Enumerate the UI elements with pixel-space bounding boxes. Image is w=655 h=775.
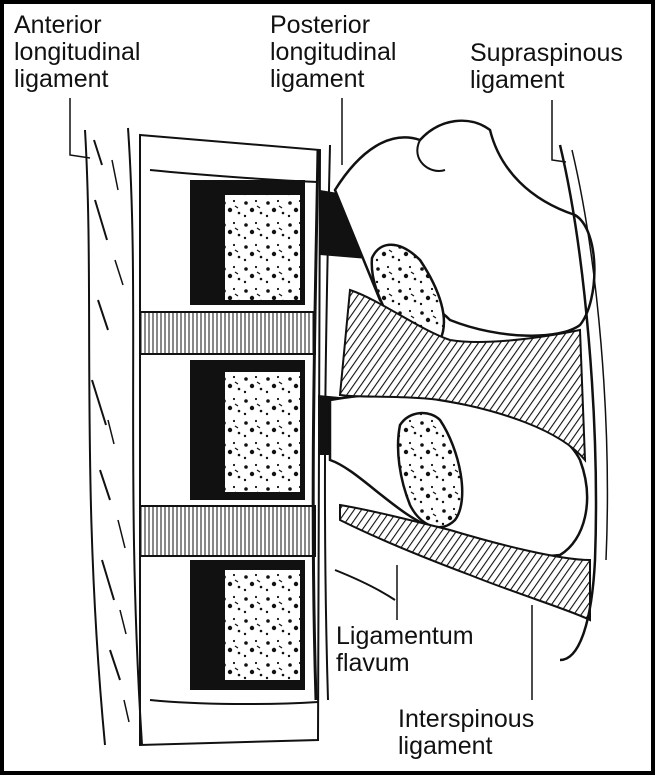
- label-ligamentum-flavum: Ligamentum flavum: [336, 623, 474, 677]
- vertebral-column: [140, 135, 320, 745]
- label-supraspinous-ligament: Supraspinous ligament: [470, 40, 623, 94]
- anterior-ligament-band: [85, 128, 142, 745]
- label-posterior-longitudinal-ligament: Posterior longitudinal ligament: [270, 12, 397, 93]
- leader-supraspinous: [552, 100, 566, 162]
- label-anterior-longitudinal-ligament: Anterior longitudinal ligament: [14, 12, 141, 93]
- leader-anterior: [70, 98, 90, 158]
- label-interspinous-ligament: Interspinous ligament: [398, 706, 534, 760]
